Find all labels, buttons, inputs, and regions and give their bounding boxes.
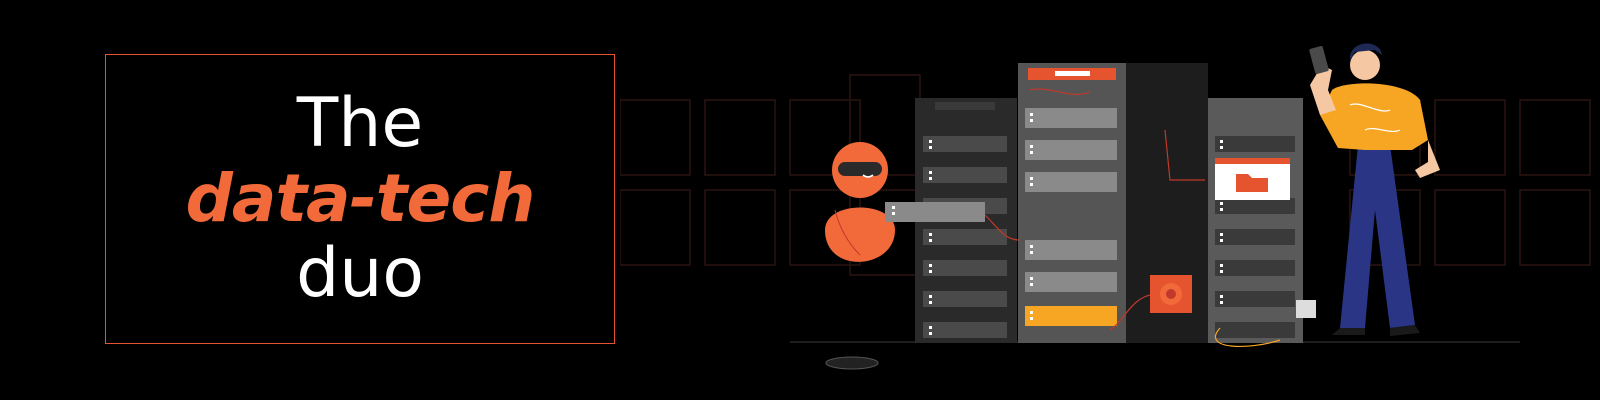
- robot-icon: [825, 142, 1021, 370]
- title-line-duo: duo: [296, 234, 424, 313]
- folder-icon: [1215, 158, 1290, 200]
- server-rack-icon: [1208, 98, 1316, 347]
- server-rack-icon: [1018, 63, 1126, 343]
- title-line-data-tech: data-tech: [185, 160, 536, 237]
- person-icon: [1309, 43, 1440, 336]
- title-line-the: The: [296, 84, 424, 163]
- data-center-illustration: [620, 43, 1591, 370]
- title-frame: The data-tech duo: [105, 54, 615, 344]
- power-unit-icon: [1109, 275, 1192, 331]
- cable: [1164, 129, 1205, 181]
